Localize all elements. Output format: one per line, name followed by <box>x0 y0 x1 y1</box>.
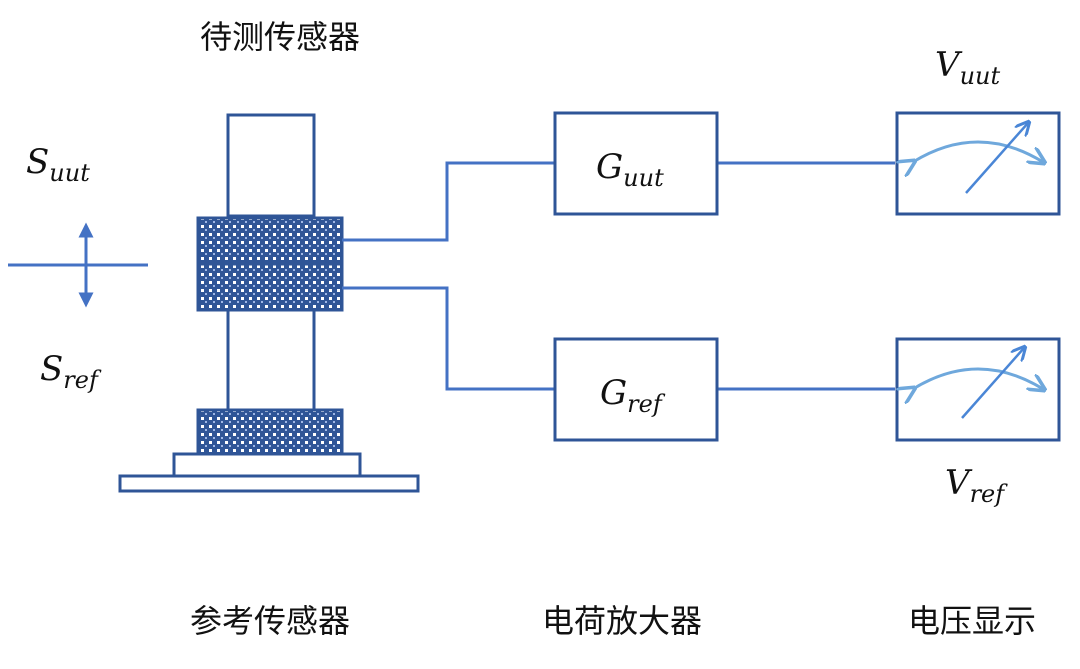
gauge-ref-needle-icon <box>961 348 1024 419</box>
sensor-base-element <box>196 408 344 456</box>
sensor-base-plate <box>172 452 362 478</box>
sensor-mounting-plate <box>118 474 420 493</box>
amplifier-ref-box <box>553 337 719 442</box>
label-s-ref: Sref <box>40 349 102 394</box>
label-reference-sensor: 参考传感器 <box>190 602 350 640</box>
wire-ref-to-amplifier <box>342 286 555 391</box>
gauge-ref-scale-icon <box>913 367 1043 389</box>
gauge-uut-scale-icon <box>913 140 1043 162</box>
label-sensor-under-test: 待测传感器 <box>200 18 360 56</box>
sensor-ref-element <box>196 262 344 312</box>
amplifier-uut-box <box>553 111 719 216</box>
label-charge-amplifier: 电荷放大器 <box>542 602 702 640</box>
sensor-top-block <box>226 113 316 218</box>
label-g-uut: Guut <box>596 147 664 192</box>
gauge-uut-needle-icon <box>965 123 1028 194</box>
wire-uut-to-amplifier <box>342 161 555 242</box>
label-v-uut: Vuut <box>935 45 1000 90</box>
display-uut-box <box>895 111 1061 216</box>
sensor-uut-element <box>196 216 344 264</box>
display-ref-box <box>895 337 1061 442</box>
label-s-uut: Suut <box>26 142 90 187</box>
label-g-ref: Gref <box>600 373 666 418</box>
label-voltage-display: 电压显示 <box>908 602 1036 640</box>
label-v-ref: Vref <box>945 463 1008 508</box>
